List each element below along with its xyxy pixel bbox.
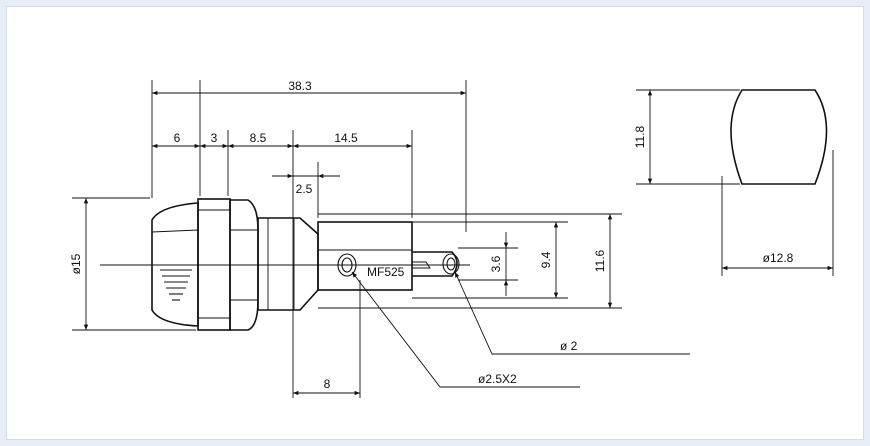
vertical-dimensions: ø15 11.6 9.4 3.6	[69, 198, 613, 330]
flange-outline	[197, 198, 231, 331]
cap-edge-line	[151, 229, 199, 233]
terminal-hole	[442, 253, 460, 275]
model-label: MF525	[367, 265, 405, 279]
dim-end-view-diameter: ø12.8	[763, 251, 794, 265]
cap-outline	[151, 202, 199, 327]
dim-body-height: 11.6	[593, 249, 607, 272]
extension-lines	[72, 80, 622, 398]
horizontal-dimensions: 38.3 6 3 8.5 14.5 2.5 8	[152, 79, 466, 396]
callout-terminal-hole: ø 2	[560, 339, 578, 353]
dim-cap-diameter: ø15	[69, 253, 83, 274]
dim-end-view-height: 11.8	[633, 125, 647, 148]
end-view: 11.8 ø12.8	[633, 89, 834, 276]
cap-knurl-marks	[160, 269, 192, 301]
leader-callouts: ø 2 ø2.5X2	[351, 271, 690, 388]
dim-nut-length: 8.5	[250, 131, 267, 145]
dim-inner-height: 9.4	[539, 251, 553, 268]
end-view-outline	[730, 89, 828, 185]
drawing-frame	[6, 6, 864, 440]
dim-terminal-pitch: 3.6	[489, 255, 503, 272]
rear-housing-outline	[317, 221, 413, 291]
dim-flange-length: 3	[211, 131, 218, 145]
terminal-tab	[412, 251, 458, 277]
dim-body-length: 14.5	[334, 131, 358, 145]
fuse-holder-side-view: MF525	[100, 198, 470, 331]
dim-small-offset: 2.5	[296, 182, 313, 196]
dim-overall-length: 38.3	[288, 79, 312, 93]
callout-mount-hole: ø2.5X2	[478, 372, 517, 386]
dim-cap-length: 6	[174, 131, 181, 145]
dim-terminal-offset: 8	[324, 377, 331, 391]
threaded-body-outline	[257, 217, 319, 311]
